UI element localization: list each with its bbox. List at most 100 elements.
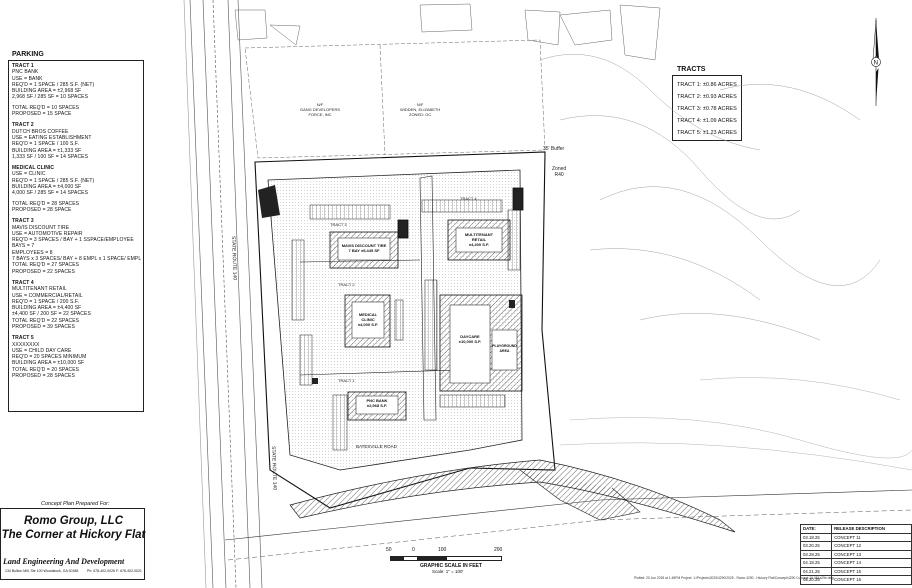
release-table-header: DATE: RELEASE DESCRIPTION xyxy=(799,524,912,534)
road xyxy=(289,459,736,533)
scale-labels: 50 0 100 200 xyxy=(386,547,516,555)
parking-line: TOTAL REQ'D = 22 SPACES xyxy=(12,317,80,324)
parking-line: MEDICAL CLINIC xyxy=(12,165,55,172)
tracts-title: TRACTS xyxy=(677,66,706,73)
parking-line: TRACT 1 xyxy=(12,63,34,69)
parking-line: USE = CHILD DAY CARE xyxy=(12,347,72,354)
buildings xyxy=(329,187,524,421)
tract-acreage: TRACT 3: ±0.78 ACRES xyxy=(677,106,737,112)
owner-1-name: GANG DEVELOPERS xyxy=(300,107,341,112)
mavis-label: MAVIS DISCOUNT TIRE 7 BAY ±5,445 SF xyxy=(339,243,389,253)
owner-label-2: N/F WIDDEN, ELIZABETH ZONED: GC xyxy=(400,102,440,117)
release-date: 03.18.25 xyxy=(799,532,833,542)
zoned-text: Zoned xyxy=(552,166,567,172)
release-description: CONCEPT 11 xyxy=(831,532,912,542)
release-date: 04.21.25 xyxy=(799,566,833,576)
parking-line: 2,968 SF / 285 SF = 10 SPACES xyxy=(12,94,89,101)
owner-1-nf: N/F xyxy=(316,102,324,107)
scale-bar xyxy=(390,556,502,561)
parking-line: PROPOSED = 15 SPACE xyxy=(12,111,72,118)
parking-line: TOTAL REQ'D = 10 SPACES xyxy=(12,104,80,111)
parking-line: PROPOSED = 39 SPACES xyxy=(12,323,75,330)
release-header-date: DATE: xyxy=(799,524,833,534)
scale-tick-50: 50 xyxy=(386,547,392,553)
playground-label: PLAYGROUND AREA xyxy=(492,344,517,353)
parking-line: PROPOSED = 22 SPACES xyxy=(12,268,75,275)
tract-acreage: TRACT 1: ±0.86 ACRES xyxy=(677,82,737,88)
clinic-name-1: MEDICAL xyxy=(358,312,378,317)
parking-line: 1,333 SF / 100 SF = 14 SPACES xyxy=(12,153,89,160)
playground-name: PLAYGROUND xyxy=(492,344,517,348)
parking-line: BAYS = 7 xyxy=(12,243,35,250)
parking-line: 4,000 SF / 285 SF = 14 SPACES xyxy=(12,190,89,197)
firm-address: 134 Bullion Mill, Ste 100 Woodstock, GA … xyxy=(5,569,79,573)
daycare-name: DAYCARE xyxy=(460,334,480,339)
tract-label-1: TRACT 1 xyxy=(338,378,355,383)
parking-line: TOTAL REQ'D = 20 SPACES xyxy=(12,366,80,373)
tracts-schedule: TRACT 1: ±0.86 ACRES TRACT 2: ±0.93 ACRES… xyxy=(672,75,742,141)
playground xyxy=(491,329,518,371)
release-description: CONCEPT 15 xyxy=(831,566,912,576)
parking-line: REQ'D = 1 SPACE / 200 S.F. xyxy=(12,298,79,305)
parking-line: TRACT 5 xyxy=(12,335,34,342)
mavis-area: 7 BAY ±5,445 SF xyxy=(348,248,380,253)
parking-line: BUILDING AREA = ±10,000 SF xyxy=(12,360,85,367)
parking-line: MULTITENANT RETAIL xyxy=(12,286,67,293)
firm-name: Land Engineering And Development xyxy=(3,557,125,566)
clinic-area: ±4,000 S.F. xyxy=(357,322,379,327)
parking-line: USE = COMMERCIAL/RETAIL xyxy=(12,292,83,299)
tract-acreage: TRACT 4: ±1.09 ACRES xyxy=(677,118,737,124)
scale-subtitle: Scale: 1" = 100' xyxy=(432,569,464,574)
release-date: 03.28.25 xyxy=(799,549,833,559)
parking-line: REQ'D = 3 SPACES / BAY + 1 SSPACE/EMPLOY… xyxy=(12,237,134,244)
parking-line: MAVIS DISCOUNT TIRE xyxy=(12,224,70,231)
parking-line: REQ'D = 1 SPACE / 100 S.F. xyxy=(12,141,79,148)
tract-label-2: TRACT 2 xyxy=(338,282,355,287)
tract-label-3: TRACT 3 xyxy=(330,222,347,227)
mavis-name: MAVIS DISCOUNT TIRE xyxy=(341,243,387,248)
owner-2-zone: ZONED: GC xyxy=(409,112,432,117)
tract-label-4: TRACT 4 xyxy=(460,196,477,201)
retail-name-1: MULTITENANT xyxy=(464,232,494,237)
buffer-label: 35' Buffer xyxy=(543,146,565,152)
title-block: Concept Plan Prepared For: Romo Group, L… xyxy=(0,501,145,580)
parking-line: BUILDING AREA = ±1,333 SF xyxy=(12,147,82,154)
owner-label-1: N/F GANG DEVELOPERS FORCE, INC xyxy=(300,102,340,117)
parking-line: REQ'D = 20 SPACES MINIMUM xyxy=(12,354,87,361)
parking-line: BUILDING AREA = ±2,968 SF xyxy=(12,88,82,95)
plot-note: Plotted: 20 Jun 2025 at 1:45PM Project: … xyxy=(634,576,834,580)
bank-area: ±2,968 S.F. xyxy=(366,403,388,408)
tract-acreage: TRACT 2: ±0.93 ACRES xyxy=(677,94,737,100)
parking-line: PROPOSED = 28 SPACES xyxy=(12,373,75,380)
parking-line: BUILDING AREA = ±4,000 SF xyxy=(12,184,82,191)
bank-label: PNC BANK ±2,968 S.F. xyxy=(356,398,398,408)
scale-tick-200: 200 xyxy=(494,547,503,553)
retail-name-2: RETAIL xyxy=(471,237,487,242)
parking-line: TOTAL REQ'D = 27 SPACES xyxy=(12,262,80,269)
release-description: CONCEPT 14 xyxy=(831,558,912,568)
client-name: Romo Group, LLC xyxy=(23,515,123,527)
parking-stalls xyxy=(291,199,521,451)
release-date: 05.20.25 xyxy=(799,575,833,585)
parking-line: EMPLOYEES = 8 xyxy=(12,249,53,256)
parking-line: TRACT 2 xyxy=(12,122,34,129)
north-label: N xyxy=(874,61,878,67)
release-date: 04.18.25 xyxy=(799,558,833,568)
parking-line: ±4,400 SF / 200 SF = 22 SPACES xyxy=(12,311,91,318)
road-label: BATESVILLE ROAD xyxy=(356,444,397,449)
parking-line: 7 BAYS x 3 SPACES/ BAY + 8 EMPL x 1 SPAC… xyxy=(12,256,142,263)
parking-line: USE = AUTOMOTIVE REPAIR xyxy=(12,230,83,237)
bank-name: PNC BANK xyxy=(366,398,388,403)
firm-phone: Ph: 678-402-0026 F: 678-402-0021 xyxy=(87,569,142,573)
